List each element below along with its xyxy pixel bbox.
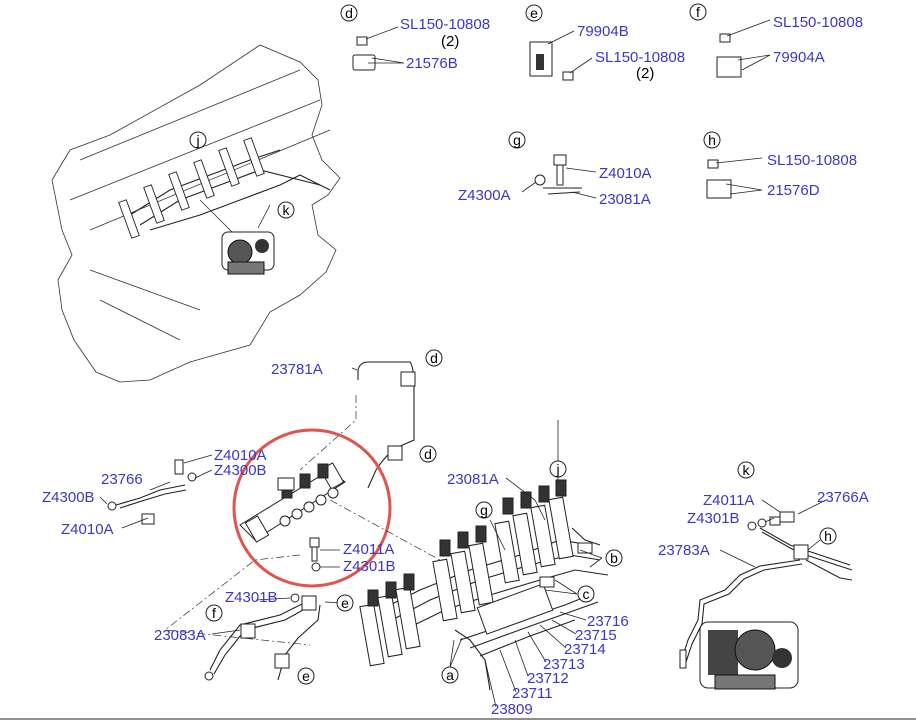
label-z4301b-main1: Z4301B	[343, 558, 396, 575]
detail-h	[706, 157, 763, 199]
label-23081a-main: 23081A	[447, 471, 499, 488]
label-sl150-10808-h: SL150-10808	[767, 152, 857, 169]
svg-text:k: k	[743, 462, 751, 478]
callout-e-top: e	[525, 4, 543, 22]
svg-text:c: c	[583, 586, 590, 602]
svg-text:g: g	[513, 132, 521, 148]
callout-h-top: h	[703, 131, 721, 149]
main-assembly	[99, 361, 609, 708]
label-z4300a-g: Z4300A	[458, 187, 511, 204]
label-z4011a-k: Z4011A	[703, 492, 754, 509]
callout-b-main: b	[605, 549, 623, 567]
svg-text:j: j	[555, 461, 559, 477]
label-z4010a-g: Z4010A	[599, 165, 652, 182]
label-23781a: 23781A	[271, 361, 323, 378]
label-21576b: 21576B	[406, 55, 458, 72]
svg-text:g: g	[480, 502, 488, 518]
label-qty-d: (2)	[441, 33, 459, 50]
label-sl150-10808-e: SL150-10808	[595, 49, 685, 66]
callout-g-main: g	[475, 501, 493, 519]
detail-k-pump	[699, 621, 799, 690]
engine-fuel-pump	[221, 231, 275, 275]
svg-text:d: d	[345, 5, 353, 21]
label-23715: 23715	[575, 627, 617, 644]
highlight-circle	[232, 428, 392, 588]
callout-d-top: d	[340, 4, 358, 22]
callout-e-main2: e	[297, 667, 315, 685]
label-z4010a-main1: Z4010A	[214, 447, 267, 464]
label-23083a: 23083A	[154, 627, 206, 644]
label-23783a: 23783A	[658, 542, 710, 559]
svg-text:e: e	[530, 5, 538, 21]
svg-text:d: d	[424, 446, 432, 462]
svg-text:h: h	[708, 132, 716, 148]
label-z4010a-main2: Z4010A	[61, 521, 114, 538]
callout-g-top: g	[508, 131, 526, 149]
callout-j-engine: j	[189, 131, 207, 149]
callout-e-main1: e	[336, 594, 354, 612]
callout-f-main: f	[205, 604, 223, 622]
callout-j-main: j	[549, 460, 567, 478]
label-z4300b-main1: Z4300B	[214, 462, 267, 479]
label-z4301b-k: Z4301B	[687, 510, 740, 527]
engine-overview	[51, 44, 341, 383]
common-rail	[239, 462, 346, 543]
detail-k	[679, 499, 853, 690]
svg-text:e: e	[302, 668, 310, 684]
label-z4011a-main: Z4011A	[343, 541, 394, 558]
detail-d	[352, 26, 405, 71]
svg-text:j: j	[195, 132, 199, 148]
callout-a-main: a	[441, 666, 459, 684]
label-23716: 23716	[587, 613, 629, 630]
callout-c-main: c	[577, 585, 595, 603]
svg-text:d: d	[430, 350, 438, 366]
callout-f-top: f	[689, 3, 707, 21]
svg-text:f: f	[212, 605, 216, 621]
label-21576d: 21576D	[767, 182, 820, 199]
label-23766: 23766	[101, 471, 143, 488]
callout-h-detail: h	[819, 527, 837, 545]
callout-d-upper: d	[425, 349, 443, 367]
label-23713: 23713	[543, 656, 585, 673]
label-23766a: 23766A	[817, 489, 869, 506]
label-z4301b-main2: Z4301B	[225, 589, 278, 606]
svg-text:b: b	[610, 550, 618, 566]
label-23081a-g: 23081A	[599, 191, 651, 208]
detail-e	[529, 30, 593, 81]
label-qty-e: (2)	[636, 65, 654, 82]
callout-d-lower: d	[419, 445, 437, 463]
svg-text:k: k	[283, 202, 291, 218]
label-sl150-10808-f: SL150-10808	[773, 14, 863, 31]
callout-k-detail: k	[737, 461, 755, 479]
label-sl150-10808-d: SL150-10808	[400, 16, 490, 33]
callout-k-engine: k	[277, 201, 295, 219]
label-z4300b-main2: Z4300B	[42, 489, 95, 506]
svg-text:f: f	[696, 4, 700, 20]
label-23712: 23712	[527, 670, 569, 687]
detail-g	[521, 154, 597, 199]
label-23711: 23711	[512, 685, 553, 702]
svg-text:a: a	[446, 667, 454, 683]
label-79904b: 79904B	[577, 23, 629, 40]
label-23809: 23809	[491, 701, 533, 718]
svg-text:h: h	[824, 528, 832, 544]
svg-text:e: e	[341, 595, 349, 611]
label-79904a: 79904A	[773, 49, 825, 66]
detail-f	[716, 19, 771, 78]
label-23714: 23714	[564, 641, 606, 658]
